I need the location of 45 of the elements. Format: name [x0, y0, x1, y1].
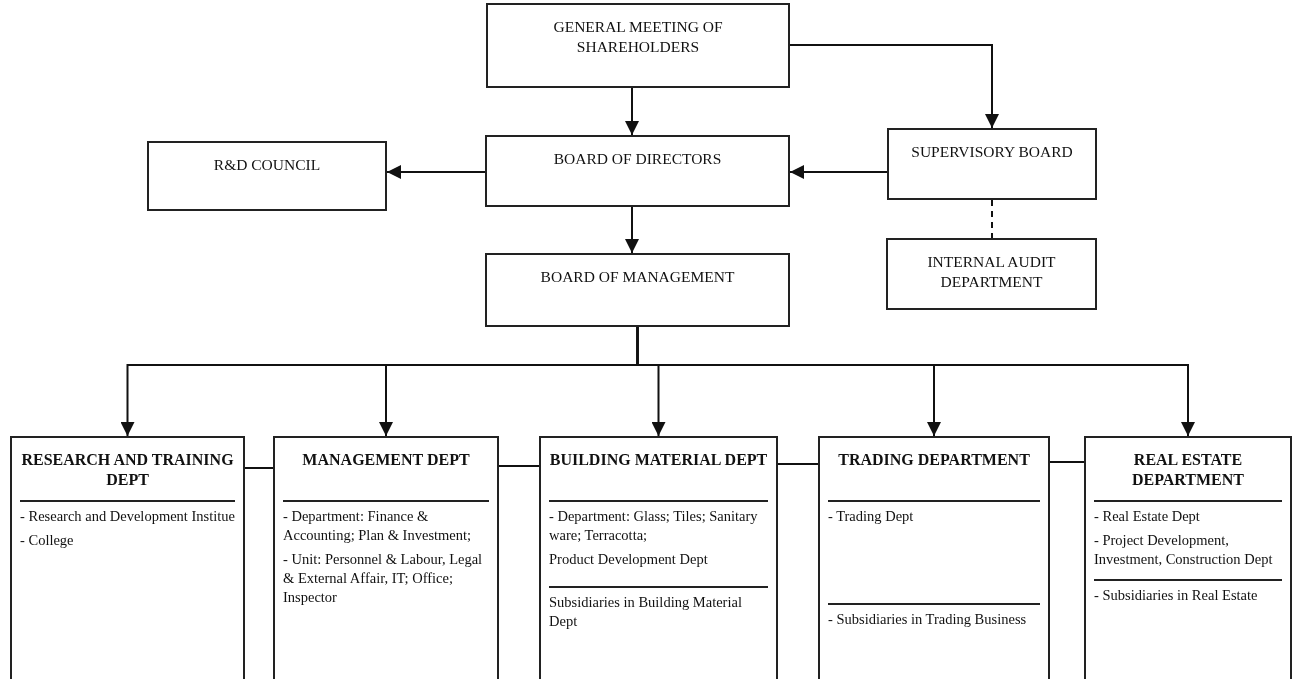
- connector-line: [777, 463, 819, 465]
- box-title: R&D COUNCIL: [212, 155, 322, 175]
- department-item: - Subsidiaries in Trading Business: [828, 610, 1028, 629]
- dashed-connector: [991, 199, 993, 239]
- connector-line: [1049, 461, 1085, 463]
- department-box: [273, 436, 499, 679]
- department-item: - Research and Development Institue: [20, 507, 235, 526]
- department-item: Subsidiaries in Building Material Dept: [549, 593, 743, 631]
- department-item: - Department: Finance & Accounting; Plan & Investment;: [283, 507, 473, 545]
- box-title: GENERAL MEETING OF SHAREHOLDERS: [552, 17, 724, 57]
- department-heading: RESEARCH AND TRAINING DEPT: [20, 450, 235, 490]
- arrow: [625, 87, 639, 136]
- department-item: - Subsidiaries in Real Estate: [1094, 586, 1259, 605]
- department-item: Product Development Dept: [549, 550, 709, 569]
- department-box: [10, 436, 245, 679]
- org-box: [485, 135, 790, 207]
- department-heading: MANAGEMENT DEPT: [301, 450, 471, 470]
- department-heading: BUILDING MATERIAL DEPT: [549, 450, 768, 470]
- org-box: [486, 3, 790, 88]
- department-item: - Project Development, Investment, Construction Dept: [1094, 531, 1274, 569]
- department-box: [1084, 436, 1292, 679]
- box-title: BOARD OF MANAGEMENT: [539, 267, 736, 287]
- box-title: INTERNAL AUDIT DEPARTMENT: [926, 252, 1057, 292]
- arrow: [625, 206, 639, 254]
- connector-line: [244, 467, 274, 469]
- org-box: [887, 128, 1097, 200]
- department-item: - Real Estate Dept: [1094, 507, 1201, 526]
- org-box: [147, 141, 387, 211]
- box-title: BOARD OF DIRECTORS: [552, 149, 723, 169]
- org-box: [886, 238, 1097, 310]
- arrow: [789, 165, 888, 179]
- department-box: [818, 436, 1050, 679]
- arrow: [789, 44, 999, 129]
- org-box: [485, 253, 790, 327]
- connector-line: [498, 465, 540, 467]
- department-item: - Department: Glass; Tiles; Sanitary ware; Terracotta;: [549, 507, 759, 545]
- department-item: - Trading Dept: [828, 507, 915, 526]
- department-item: - College: [20, 531, 75, 550]
- arrow: [636, 326, 1195, 437]
- department-item: - Unit: Personnel & Labour, Legal & External Affair, IT; Office; Inspector: [283, 550, 484, 607]
- department-heading: TRADING DEPARTMENT: [837, 450, 1031, 470]
- box-title: SUPERVISORY BOARD: [910, 142, 1074, 162]
- department-box: [539, 436, 778, 679]
- arrow: [386, 165, 486, 179]
- department-heading: REAL ESTATE DEPARTMENT: [1131, 450, 1245, 490]
